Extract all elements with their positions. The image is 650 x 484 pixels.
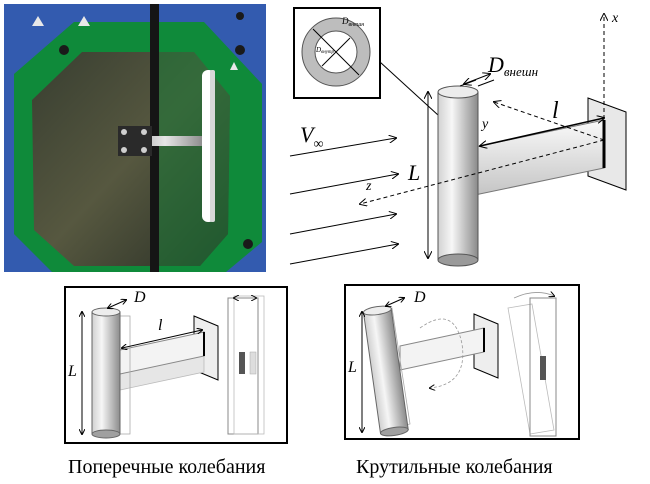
caption-transverse: Поперечные колебания: [68, 456, 266, 478]
flow-arrows: [289, 138, 398, 265]
main-diagram: Dвнешн Dвнутр Dвнешн L l x y z V∞: [289, 7, 627, 267]
panel2-label-d: D: [413, 289, 426, 306]
panel-torsional-oscillations: D L: [344, 284, 580, 440]
label-l: l: [552, 98, 559, 124]
cross-section-inset: [293, 7, 381, 99]
flow-velocity-label: V∞: [300, 122, 323, 152]
panel1-label-L: L: [67, 363, 77, 380]
label-L: L: [407, 160, 420, 185]
inset-inner-d: Dвнутр: [315, 46, 335, 55]
panel1-label-l: l: [158, 317, 163, 334]
axis-y-label: y: [480, 117, 489, 132]
axis-z-label: z: [365, 179, 372, 194]
caption-torsional: Крутильные колебания: [356, 456, 553, 478]
cylinder: [437, 85, 479, 267]
panel-transverse-oscillations: D L l: [64, 286, 288, 444]
label-d-outer: Dвнешн: [487, 52, 538, 79]
wind-tunnel-photo: [4, 4, 266, 272]
panel2-label-L: L: [347, 359, 357, 376]
axis-x-label: x: [611, 11, 619, 26]
beam: [469, 119, 605, 197]
inset-outer-d: Dвнешн: [341, 16, 364, 28]
panel1-label-d: D: [133, 289, 146, 306]
